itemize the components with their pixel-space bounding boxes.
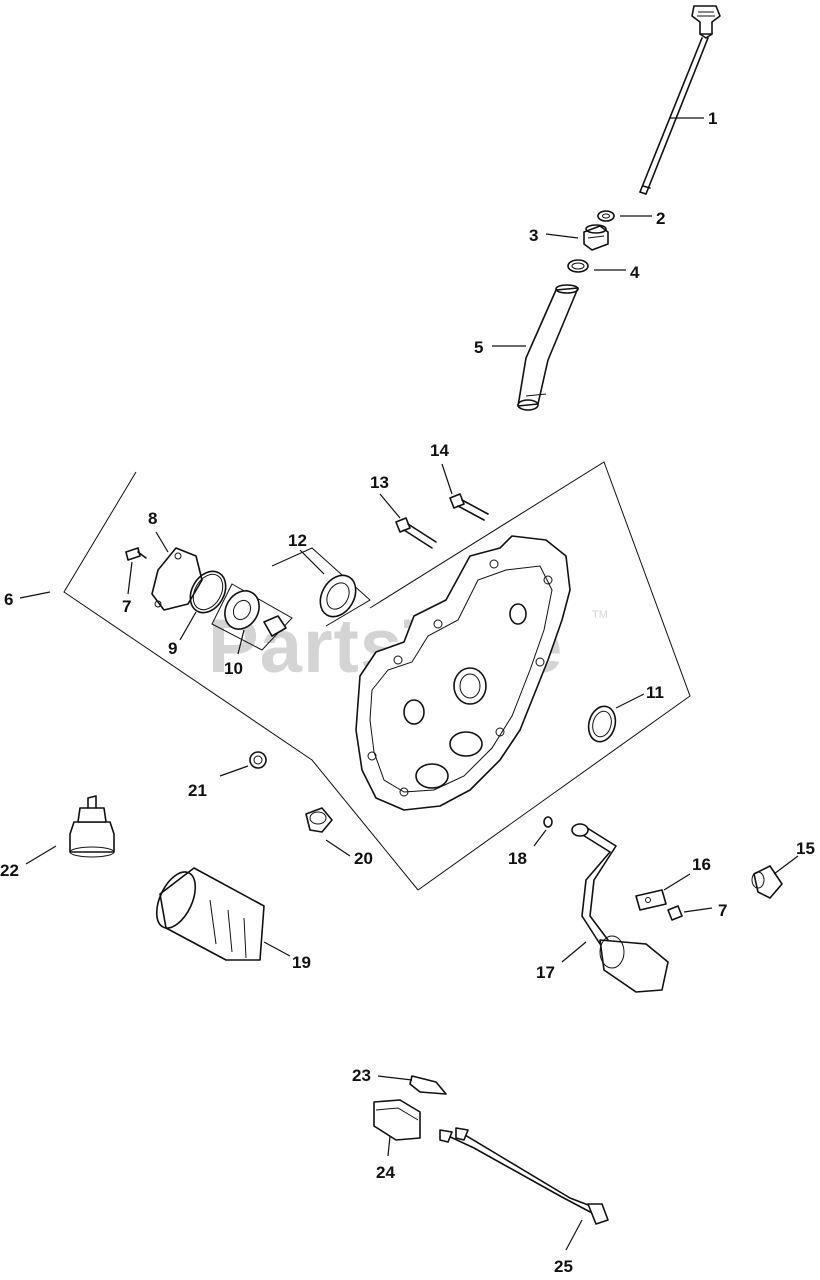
callout-13: 13: [370, 473, 389, 492]
part-screw-7b[interactable]: [667, 905, 683, 921]
callout-4: 4: [630, 263, 640, 282]
part-oil-pump-rotor[interactable]: [211, 583, 293, 651]
part-oil-sentry-switch[interactable]: [751, 865, 783, 899]
callout-22: 22: [0, 861, 19, 880]
part-o-ring-9[interactable]: [183, 565, 233, 619]
part-oil-filter[interactable]: [149, 866, 265, 961]
callout-14: 14: [430, 441, 449, 460]
callout-labels: 1 2 3 4 5 6 7 8 9 10 11 12 13 14 15 16 7…: [0, 109, 815, 1276]
callout-2: 2: [656, 209, 665, 228]
part-pump-cover[interactable]: [151, 547, 203, 611]
part-bracket[interactable]: [635, 889, 667, 911]
callout-20: 20: [354, 849, 373, 868]
part-screw-13[interactable]: [395, 517, 437, 549]
part-o-ring-4[interactable]: [567, 259, 589, 273]
part-dipstick-tube[interactable]: [517, 284, 579, 411]
callout-6: 6: [4, 590, 13, 609]
callout-24: 24: [376, 1163, 395, 1182]
part-dipstick[interactable]: [639, 5, 721, 195]
part-terminal-connector[interactable]: [409, 1075, 447, 1095]
part-oil-pickup-sensor[interactable]: [571, 823, 669, 993]
callout-1: 1: [708, 109, 717, 128]
callout-15: 15: [796, 839, 815, 858]
watermark-trademark: TM: [592, 609, 608, 621]
part-plug-21[interactable]: [249, 751, 267, 769]
part-oil-seal[interactable]: [271, 547, 371, 627]
part-closure-plate[interactable]: [355, 535, 571, 811]
callout-18: 18: [508, 849, 527, 868]
part-wiring-harness[interactable]: [439, 1127, 609, 1225]
callout-8: 8: [148, 509, 157, 528]
callout-21: 21: [188, 781, 207, 800]
leader-lines: [19, 117, 799, 1251]
part-oil-filter-nipple[interactable]: [305, 807, 333, 833]
part-o-ring-18[interactable]: [543, 816, 553, 828]
callout-23: 23: [352, 1066, 371, 1085]
callout-7a: 7: [122, 597, 131, 616]
callout-7b: 7: [718, 901, 727, 920]
callout-16: 16: [692, 855, 711, 874]
part-screw-7a[interactable]: [125, 547, 147, 561]
closure-plate-group-outline: [63, 461, 691, 891]
callout-3: 3: [529, 226, 538, 245]
callout-9: 9: [168, 639, 177, 658]
part-oil-pressure-switch[interactable]: [69, 795, 115, 858]
callout-11: 11: [646, 683, 664, 702]
callout-25: 25: [554, 1257, 573, 1276]
part-screw-14[interactable]: [449, 493, 489, 521]
callout-19: 19: [292, 953, 311, 972]
part-connector-housing[interactable]: [373, 1099, 421, 1141]
callout-10: 10: [224, 659, 243, 678]
callout-5: 5: [474, 338, 483, 357]
callout-12: 12: [288, 531, 307, 550]
part-o-ring-11[interactable]: [585, 703, 619, 745]
part-tube-cap[interactable]: [583, 224, 609, 251]
part-o-ring-2[interactable]: [597, 210, 615, 222]
callout-17: 17: [536, 963, 555, 982]
